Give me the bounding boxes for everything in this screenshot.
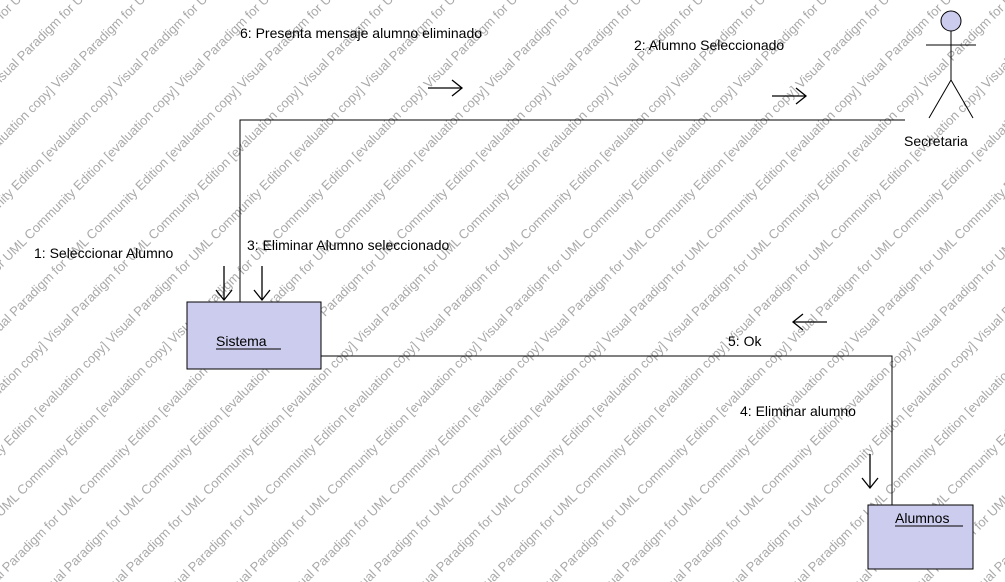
- message-5-label: 5: Ok: [728, 333, 762, 349]
- object-sistema[interactable]: Sistema: [186, 301, 322, 370]
- message-1-label: 1: Seleccionar Alumno: [34, 245, 174, 261]
- object-alumnos-label: Alumnos: [895, 510, 949, 526]
- message-4-label: 4: Eliminar alumno: [740, 403, 856, 419]
- message-1-arrow: [215, 266, 233, 302]
- message-3-label: 3: Eliminar Alumno seleccionado: [247, 237, 450, 253]
- object-alumnos-box: [867, 504, 974, 570]
- object-alumnos[interactable]: Alumnos: [867, 504, 974, 570]
- actor-head: [940, 10, 962, 32]
- message-6-label: 6: Presenta mensaje alumno eliminado: [240, 25, 482, 41]
- link-sistema-secretaria: [239, 119, 905, 302]
- message-2-arrow: [772, 87, 808, 105]
- link-sistema-alumnos: [321, 355, 893, 505]
- message-6-arrow: [428, 79, 464, 97]
- actor-left-leg: [928, 79, 952, 119]
- actor-name: Secretaria: [904, 133, 968, 149]
- object-sistema-box: [186, 301, 322, 370]
- message-5-arrow: [791, 313, 827, 331]
- object-sistema-label: Sistema: [216, 333, 267, 349]
- actor-secretaria[interactable]: Secretaria: [904, 10, 976, 149]
- message-2-label: 2: Alumno Seleccionado: [634, 37, 784, 53]
- actor-right-leg: [950, 79, 974, 119]
- message-3-arrow: [253, 266, 271, 302]
- message-4-arrow: [861, 454, 879, 490]
